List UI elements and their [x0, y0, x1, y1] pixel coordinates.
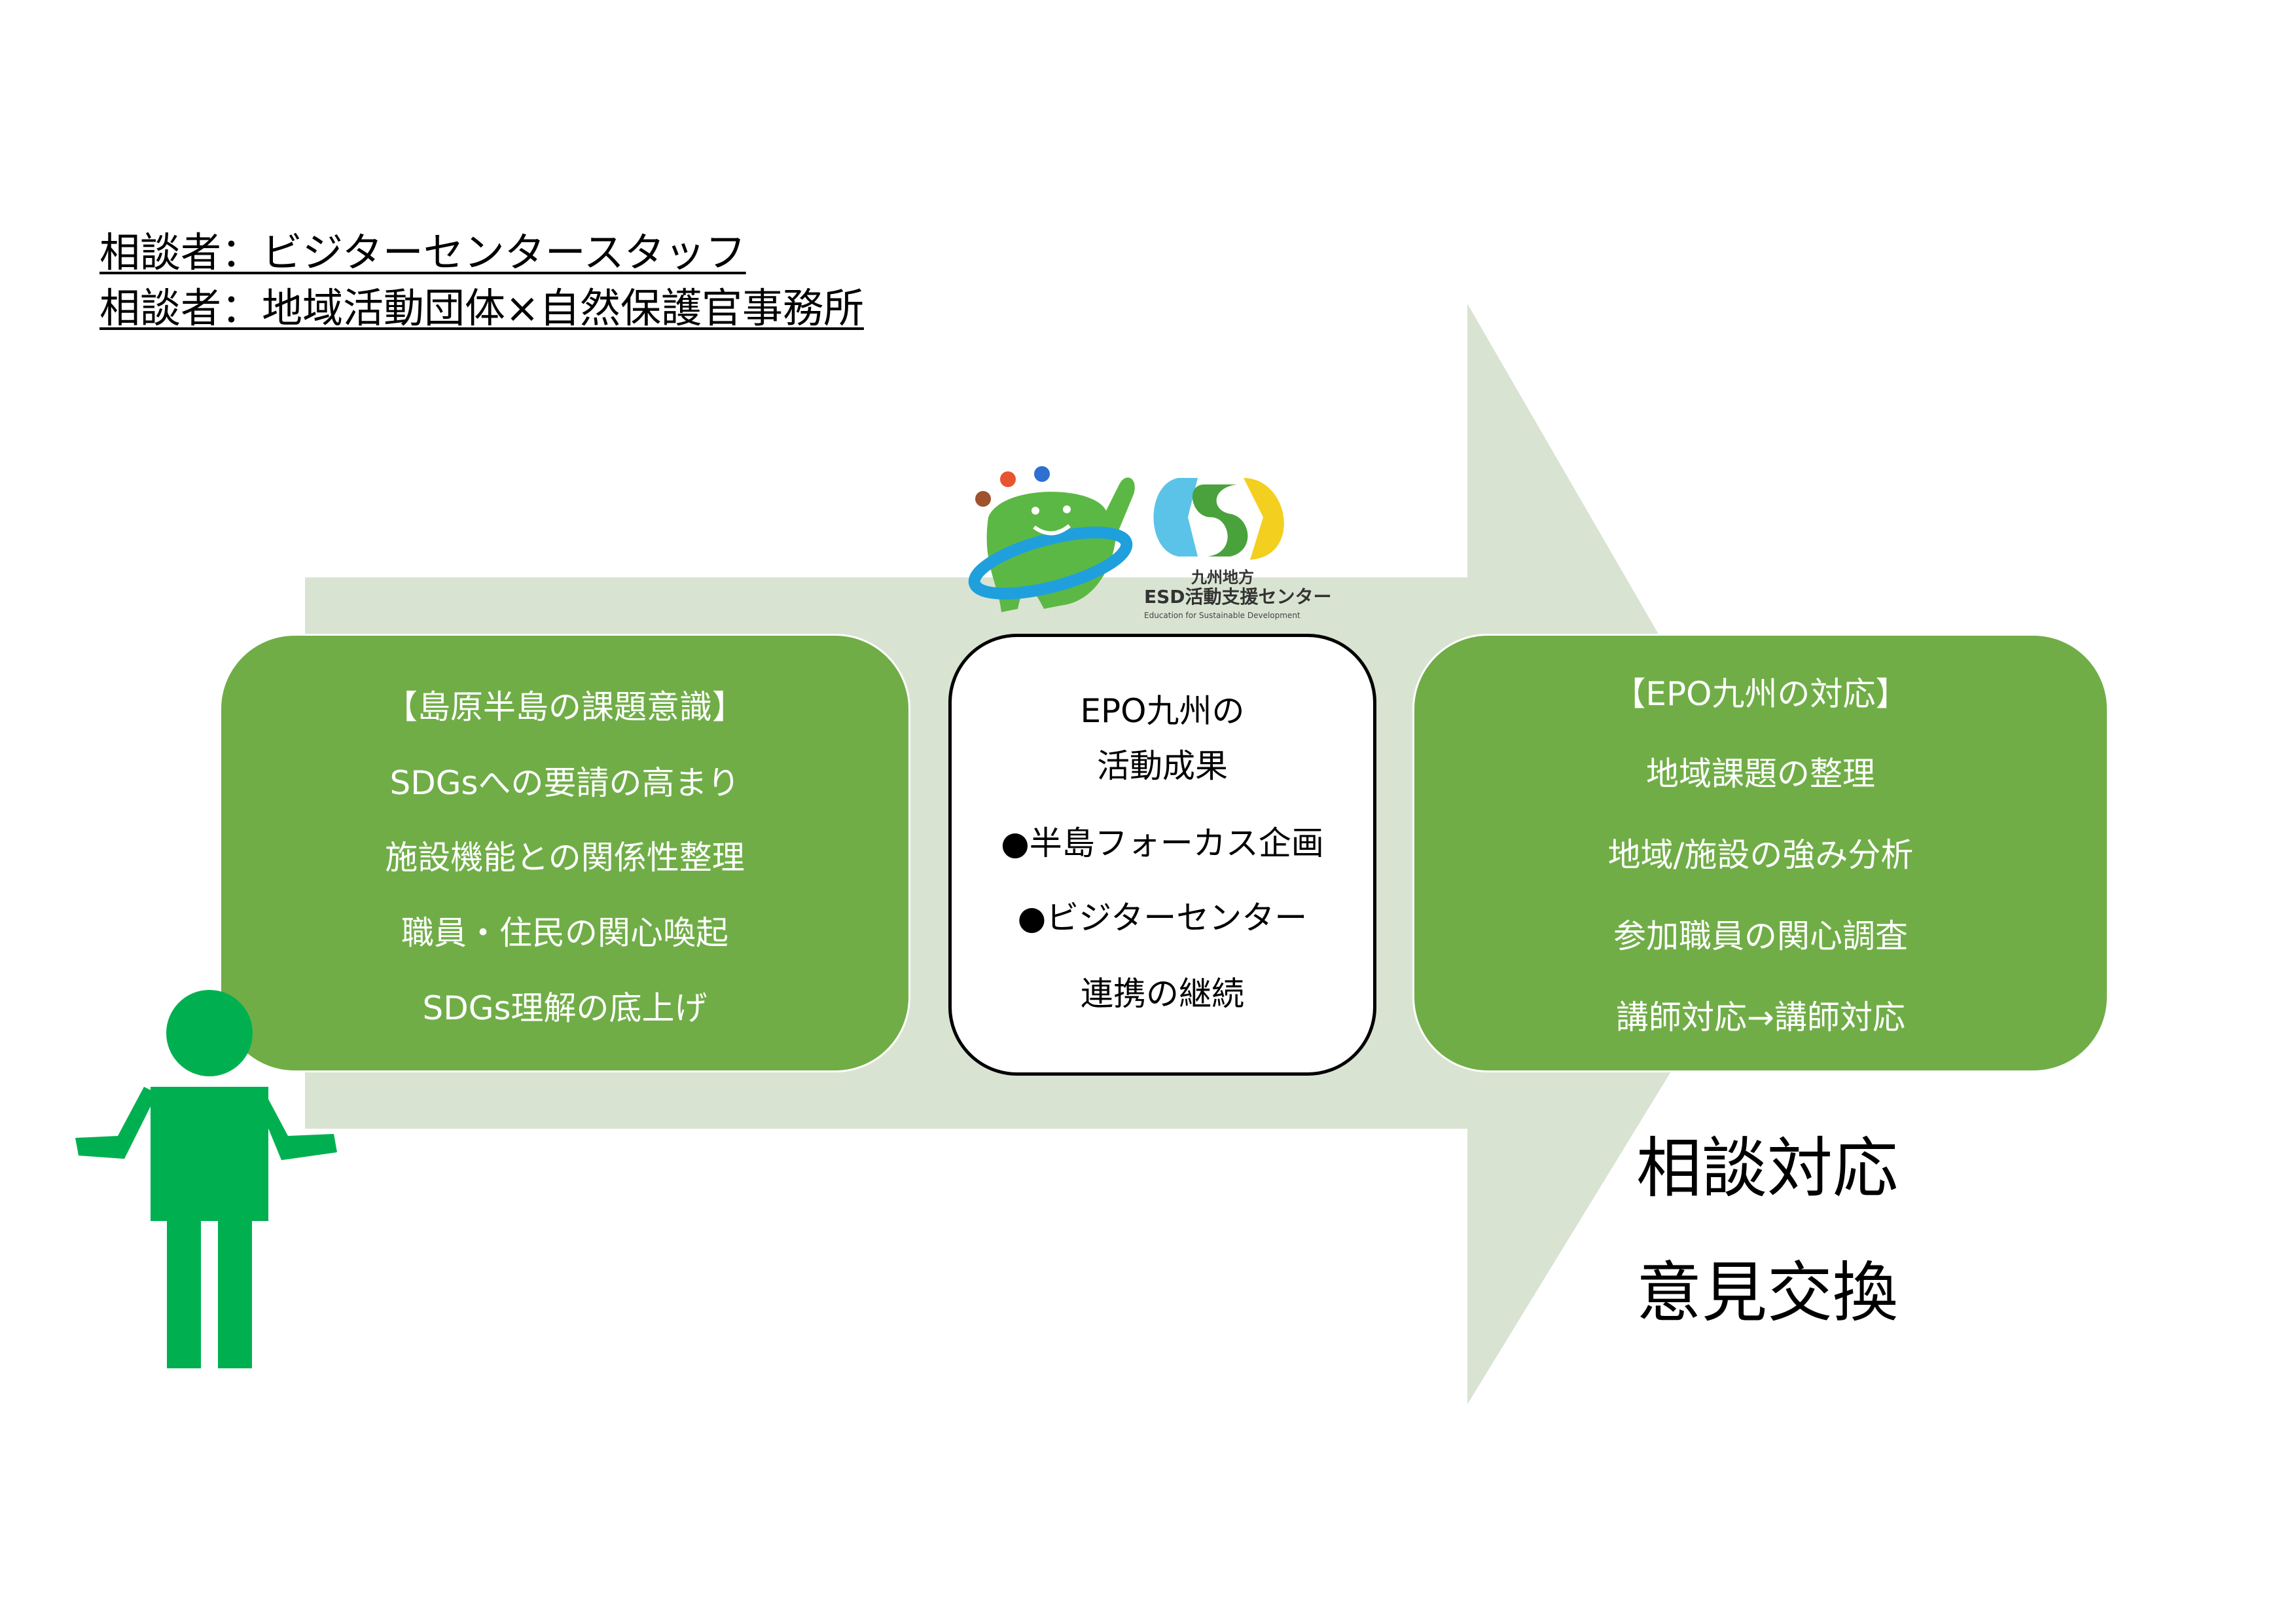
results-title-line1: EPO九州の	[1080, 692, 1245, 730]
response-box: 【EPO九州の対応】 地域課題の整理 地域/施設の強み分析 参加職員の関心調査 …	[1412, 634, 2109, 1072]
response-item-2: 地域/施設の強み分析	[1607, 836, 1914, 874]
response-item-4: 講師対応→講師対応	[1616, 998, 1905, 1036]
response-title: 【EPO九州の対応】	[1613, 675, 1909, 713]
logo-center-name: ESD活動支援センター	[1144, 586, 1332, 608]
results-box: EPO九州の 活動成果 ●半島フォーカス企画 ●ビジターセンター 連携の継続	[948, 634, 1376, 1076]
issue-item-3: 職員・住民の関心喚起	[401, 914, 728, 952]
logo-region-text: 九州地方	[1191, 568, 1254, 587]
response-item-1: 地域課題の整理	[1646, 755, 1875, 793]
result-item-2: ●ビジターセンター	[1017, 899, 1308, 937]
results-title-line2: 活動成果	[1097, 747, 1228, 785]
person-icon	[75, 990, 337, 1368]
result-item-1: ●半島フォーカス企画	[1001, 824, 1324, 862]
logo-english-text: Education for Sustainable Development	[1144, 611, 1300, 620]
result-item-3: 連携の継続	[1081, 975, 1244, 1013]
issue-item-1: SDGsへの要請の高まり	[389, 764, 740, 802]
esd-logo-icon	[968, 466, 1284, 612]
exchange-label: 意見交換	[1636, 1254, 1898, 1331]
consultant-line-2: 相談者：地域活動団体×自然保護官事務所	[99, 284, 864, 332]
consultant-line-1: 相談者：ビジターセンタースタッフ	[99, 228, 746, 276]
consultation-label: 相談対応	[1636, 1130, 1898, 1207]
issues-title: 【島原半島の課題意識】	[385, 688, 745, 726]
issues-box: 【島原半島の課題意識】 SDGsへの要請の高まり 施設機能との関係性整理 職員・…	[219, 634, 910, 1072]
response-item-3: 参加職員の関心調査	[1613, 917, 1908, 955]
issue-item-4: SDGs理解の底上げ	[422, 989, 708, 1027]
issue-item-2: 施設機能との関係性整理	[385, 839, 745, 877]
